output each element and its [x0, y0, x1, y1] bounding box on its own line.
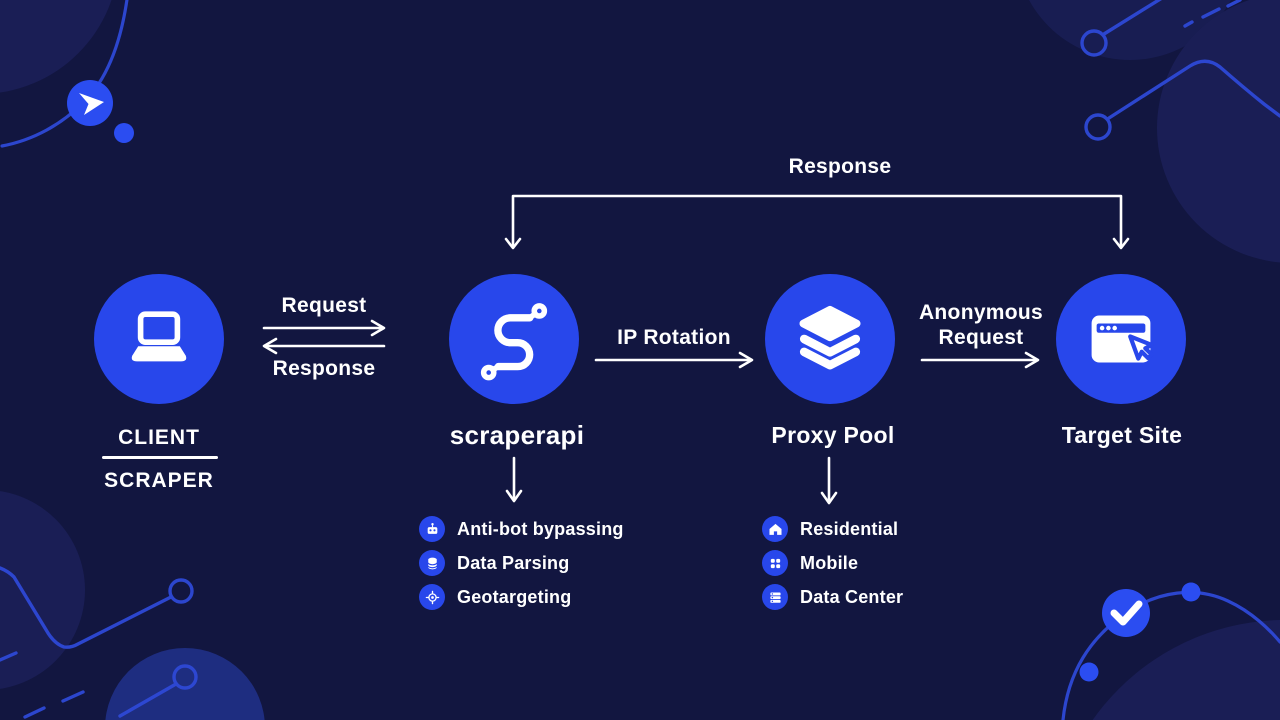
list-item: Data Parsing: [419, 550, 624, 576]
dash-top-right-2: [1226, 0, 1242, 8]
dot-bottom-right-2: [1079, 662, 1099, 682]
client-label-divider: [102, 456, 218, 459]
line-top-right-2: [1107, 59, 1280, 120]
proxy-feature-list: Residential Mobile: [762, 516, 903, 610]
check-badge-icon: [1102, 589, 1150, 637]
browser-cursor-icon: [1091, 315, 1154, 363]
top-response-label: Response: [788, 155, 892, 178]
feature-label: Data Center: [800, 586, 904, 607]
feature-label: Geotargeting: [457, 586, 572, 607]
list-item: Data Center: [762, 584, 903, 610]
blob-top-center-right: [1029, 0, 1231, 60]
ring-top-right-1: [1080, 29, 1108, 57]
list-item: Anti-bot bypassing: [419, 516, 624, 542]
anonymous-request-label: Anonymous Request: [918, 301, 1044, 350]
feature-label: Mobile: [800, 552, 859, 573]
dot-top-left: [114, 123, 134, 143]
dash-bottom-left-3: [61, 690, 85, 703]
ring-bottom-left-2: [172, 664, 198, 690]
feature-label: Anti-bot bypassing: [457, 518, 624, 539]
list-item: Mobile: [762, 550, 903, 576]
cursor-badge-icon: [67, 80, 113, 126]
feature-label: Residential: [800, 518, 899, 539]
proxy-pool-label: Proxy Pool: [771, 422, 895, 448]
anonymous-request-arrow: [920, 351, 1040, 369]
node-proxy-pool: [765, 274, 895, 404]
response-arrow: [262, 337, 386, 355]
ring-top-right-2: [1084, 113, 1112, 141]
dash-top-right-1: [1201, 7, 1221, 19]
server-icon: [762, 584, 788, 610]
dash-bottom-left-2: [23, 706, 46, 719]
scraperapi-label: scraperapi: [449, 420, 585, 450]
dot-bottom-right-1: [1181, 582, 1201, 602]
ip-rotation-arrow: [594, 351, 754, 369]
node-target-site: [1056, 274, 1186, 404]
blob-bottom-right: [1092, 620, 1280, 720]
layers-icon: [799, 305, 861, 370]
dash-bottom-left-1: [0, 651, 18, 662]
client-label-top: CLIENT: [118, 426, 200, 449]
dash-top-right-3: [1183, 20, 1194, 28]
request-label: Request: [281, 294, 367, 317]
geotarget-icon: [419, 584, 445, 610]
top-response-bracket-arrow: [504, 194, 1130, 250]
grid-icon: [762, 550, 788, 576]
zigzag-bottom-left: [0, 566, 173, 649]
scraperapi-feature-list: Anti-bot bypassing Data Parsing: [419, 516, 624, 610]
feature-label: Data Parsing: [457, 552, 570, 573]
line-bottom-left: [118, 682, 178, 718]
arc-bottom-right: [1061, 590, 1280, 720]
scraperapi-features-arrow: [505, 456, 523, 503]
node-scraperapi: [449, 274, 579, 404]
client-label-bottom: SCRAPER: [104, 469, 214, 492]
home-icon: [762, 516, 788, 542]
response-label: Response: [272, 357, 376, 380]
list-item: Geotargeting: [419, 584, 624, 610]
ring-bottom-left-1: [168, 578, 194, 604]
line-top-right-1: [1102, 0, 1163, 36]
blob-top-left: [0, 0, 112, 93]
scraperapi-logo-icon: [480, 303, 548, 381]
database-icon: [419, 550, 445, 576]
robot-icon: [419, 516, 445, 542]
laptop-icon: [131, 311, 187, 362]
blob-top-right: [1157, 0, 1280, 263]
list-item: Residential: [762, 516, 903, 542]
blob-bottom-left-blue: [105, 648, 265, 720]
blob-bottom-left: [0, 491, 85, 689]
node-client: [94, 274, 224, 404]
arc-top-left: [0, 0, 129, 148]
target-site-label: Target Site: [1061, 422, 1183, 448]
ip-rotation-label: IP Rotation: [617, 326, 731, 349]
request-arrow: [262, 319, 386, 337]
proxy-features-arrow: [820, 456, 838, 505]
